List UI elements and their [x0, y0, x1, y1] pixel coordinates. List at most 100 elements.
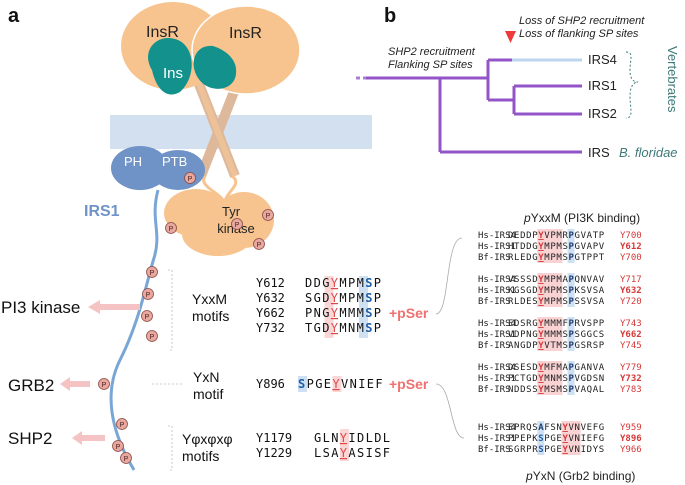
aligned-residue: I	[581, 445, 586, 455]
aligned-residue: E	[508, 319, 513, 329]
aligned-residue: S	[526, 385, 531, 395]
aligned-residue: P	[569, 275, 575, 285]
residue: P	[348, 291, 355, 305]
aligned-residue: N	[514, 341, 519, 351]
aligned-residue: Q	[587, 385, 592, 395]
residue: M	[357, 321, 364, 335]
aligned-residue: I	[581, 434, 586, 444]
aligned-residue: Y	[538, 319, 544, 329]
residue: M	[357, 291, 364, 305]
insulin-receptor: InsR InsR Ins	[121, 2, 301, 95]
grb2-label: GRB2	[8, 376, 54, 395]
residue: Y	[331, 321, 339, 335]
seq-name: Hs-IRS1	[478, 434, 516, 444]
aligned-residue: G	[550, 445, 555, 455]
aligned-residue: D	[532, 286, 537, 296]
aligned-residue: Y	[593, 445, 599, 455]
aligned-residue: M	[544, 374, 550, 384]
pi3k-arrow	[88, 300, 140, 314]
aligned-residue: E	[556, 434, 561, 444]
aligned-residue: S	[593, 286, 598, 296]
ptb-domain-label: PTB	[162, 154, 187, 169]
aligned-residue: N	[556, 423, 561, 433]
site-position: Y732	[256, 321, 285, 335]
phospho-marker: P	[98, 378, 110, 390]
site-label: Y717	[620, 275, 642, 285]
shp2-motif-label-1: Yφxφxφ	[182, 431, 233, 447]
aligned-residue: S	[581, 341, 586, 351]
aligned-residue: L	[514, 253, 519, 263]
residue: N	[331, 431, 338, 445]
leaf-irs2: IRS2	[588, 106, 617, 121]
aligned-residue: T	[550, 341, 556, 351]
pser-label-yxn: +pSer	[389, 376, 429, 392]
aligned-residue: A	[581, 385, 587, 395]
shp2-motif-label-2: motifs	[182, 448, 219, 464]
residue: I	[358, 377, 365, 391]
site-label: Y700	[620, 253, 642, 263]
aligned-residue: E	[520, 434, 525, 444]
site-label: Y612	[620, 242, 642, 252]
residue: D	[322, 291, 329, 305]
residue: M	[339, 321, 346, 335]
phospho-marker: P	[184, 172, 196, 184]
aligned-residue: G	[581, 374, 586, 384]
aligned-residue: Y	[562, 445, 568, 455]
irs1-label: IRS1	[84, 203, 120, 220]
aligned-residue: P	[550, 253, 556, 263]
aligned-residue: M	[550, 319, 556, 329]
ph-domain-label: PH	[124, 154, 142, 169]
aligned-residue: T	[520, 374, 526, 384]
aligned-residue: P	[514, 423, 520, 433]
aligned-residue: S	[532, 297, 537, 307]
aligned-residue: P	[599, 319, 605, 329]
aligned-residue: D	[520, 297, 525, 307]
residue: Y	[340, 446, 348, 460]
aligned-residue: P	[569, 341, 575, 351]
aligned-residue: M	[544, 319, 550, 329]
aligned-residue: S	[514, 275, 519, 285]
residue: S	[374, 446, 381, 460]
aligned-residue: T	[593, 231, 599, 241]
aligned-residue: D	[514, 319, 519, 329]
svg-text:P: P	[120, 422, 125, 429]
aligned-residue: L	[514, 297, 519, 307]
aligned-residue: G	[581, 330, 586, 340]
seq-name: Hs-IRS4	[478, 275, 516, 285]
aligned-residue: P	[569, 330, 575, 340]
pser-column-highlight	[359, 276, 368, 338]
aligned-residue: F	[562, 319, 567, 329]
residue: S	[323, 446, 330, 460]
residue: P	[374, 321, 381, 335]
site-label: Y966	[620, 445, 642, 455]
svg-text:P: P	[150, 334, 155, 341]
aligned-residue: E	[520, 253, 525, 263]
aligned-residue: K	[532, 434, 538, 444]
aligned-residue: G	[575, 253, 580, 263]
aligned-residue: P	[514, 434, 520, 444]
aligned-residue: A	[587, 242, 593, 252]
residue: L	[366, 431, 373, 445]
aligned-residue: Y	[538, 374, 544, 384]
aligned-residue: D	[508, 231, 513, 241]
shp2-arrow	[72, 431, 105, 445]
aligned-residue: S	[526, 275, 531, 285]
site-label: Y959	[620, 423, 642, 433]
phospho-marker: P	[116, 418, 128, 430]
aligned-residue: P	[569, 286, 575, 296]
aligned-residue: V	[569, 445, 575, 455]
phospho-marker: P	[262, 209, 274, 221]
aligned-residue: S	[538, 434, 543, 444]
seq-name: Hs-IRS4	[478, 423, 516, 433]
residue: G	[315, 377, 322, 391]
residue: M	[339, 306, 346, 320]
residue: N	[314, 306, 321, 320]
aligned-residue: G	[599, 423, 604, 433]
site-position: Y662	[256, 306, 285, 320]
aligned-residue: T	[599, 253, 605, 263]
phospho-marker: P	[165, 222, 177, 234]
aligned-residue: S	[575, 297, 580, 307]
yxn-motif-label-1: YxN	[193, 369, 219, 385]
